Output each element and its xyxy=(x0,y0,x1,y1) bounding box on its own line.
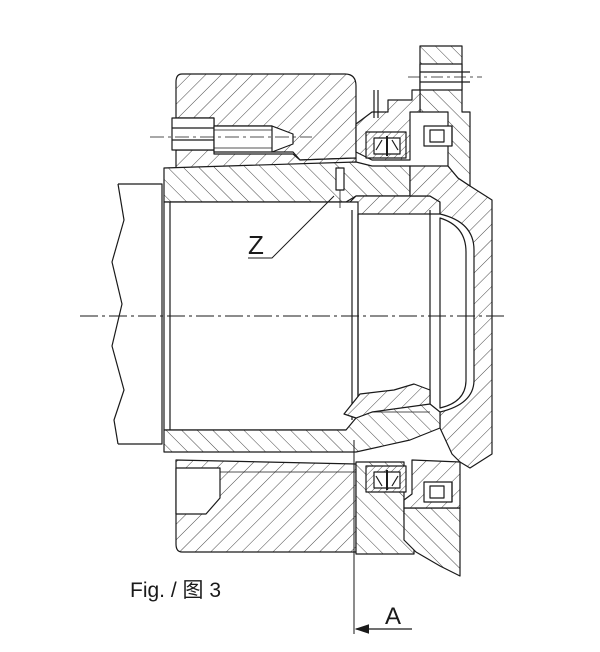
upper-set-screw xyxy=(423,125,453,147)
lower-mounting-flange xyxy=(403,507,461,577)
inner-sleeve-top xyxy=(345,195,441,215)
lower-tapered-inner-ring xyxy=(163,403,441,453)
label-z: Z xyxy=(248,230,264,260)
z-leader-line xyxy=(248,195,335,259)
upper-seal-bearing xyxy=(365,131,407,159)
lower-collar-bolt-recess xyxy=(175,467,221,515)
lower-sleeve-lip xyxy=(343,383,431,419)
lubrication-port xyxy=(335,167,345,208)
label-a: A xyxy=(385,603,401,630)
shaft xyxy=(111,183,163,445)
lower-seal-bearing xyxy=(365,465,407,493)
end-cap-housing xyxy=(409,165,493,469)
lower-clamp-collar xyxy=(175,459,357,553)
end-cap-recess xyxy=(439,217,467,409)
lower-set-screw xyxy=(423,481,453,503)
figure-caption: Fig. / 图 3 xyxy=(130,579,222,602)
clamp-bolt xyxy=(171,117,294,153)
